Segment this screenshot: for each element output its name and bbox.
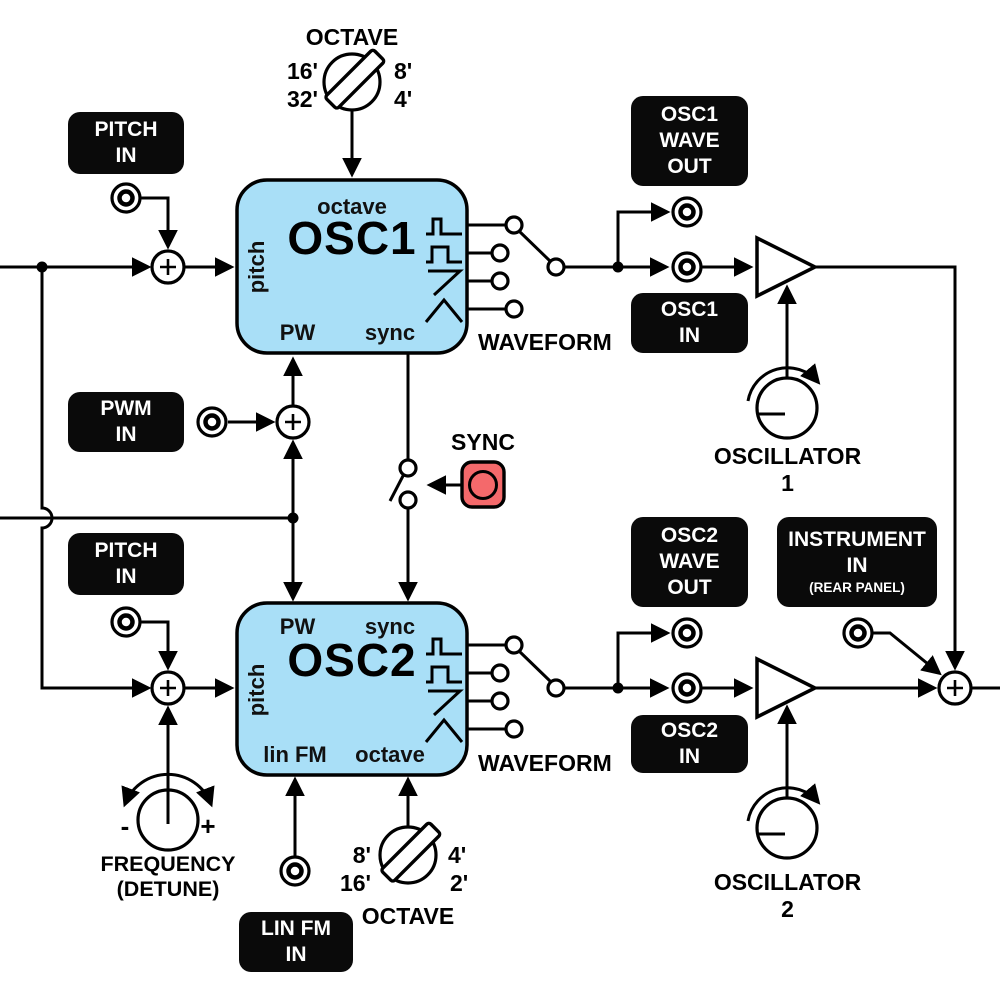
osc1-wave-out-tag-text: OSC1 WAVE OUT (659, 102, 720, 179)
wire-amp1-to-finalsum (815, 265, 965, 671)
octave1-tick-8: 8' (394, 58, 413, 84)
osc1-in-tag: OSC1 IN (631, 293, 748, 353)
amplifier-1-icon (755, 235, 819, 299)
pwm-in-tag-text: PWM IN (100, 396, 152, 446)
osc2-in-tag: OSC2 IN (631, 715, 748, 773)
osc1-saw-wave-icon (428, 269, 464, 297)
lin-fm-in-tag-text: LIN FM IN (261, 916, 331, 966)
osc1-port-octave: octave (317, 194, 387, 219)
oscillator-1-level-knob-icon[interactable] (746, 363, 821, 440)
osc2-title: OSC2 (287, 634, 417, 686)
instrument-in-tag-subtitle: (REAR PANEL) (809, 580, 905, 596)
osc2-saw-wave-icon (428, 689, 464, 717)
pitch-in-1-tag-text: PITCH IN (94, 117, 158, 167)
octave2-tick-16: 16' (339, 870, 371, 896)
osc1-in-tag-text: OSC1 IN (660, 297, 719, 347)
osc2-in-jack-socket-icon[interactable] (671, 672, 703, 704)
octave1-title: OCTAVE (305, 24, 399, 50)
pwm-in-jack-socket-icon[interactable] (196, 406, 228, 438)
octave2-tick-8: 8' (352, 842, 371, 868)
wire-wf1-to-waveout1-jack (616, 202, 671, 267)
frequency-detune-label: FREQUENCY (DETUNE) (100, 852, 236, 902)
osc2-square-wave-icon (426, 665, 462, 684)
frequency-detune-knob-icon[interactable] (121, 772, 215, 852)
osc2-box (235, 601, 469, 777)
osc2-port-pitch: pitch (244, 663, 269, 717)
pitch-in-2-jack-socket-icon[interactable] (110, 606, 142, 638)
osc1-pulse-wave-icon (426, 217, 462, 236)
osc2-waveform-switch[interactable] (490, 635, 566, 739)
sync-label: SYNC (451, 429, 515, 455)
junction-dot (612, 682, 624, 694)
octave1-tick-16: 16' (286, 58, 318, 84)
pwm-in-tag: PWM IN (68, 392, 184, 452)
osc2-in-tag-text: OSC2 IN (660, 718, 719, 768)
pitch-in-2-tag: PITCH IN (68, 533, 184, 595)
osc1-wave-out-tag: OSC1 WAVE OUT (631, 96, 748, 186)
octave2-rotary-switch-icon[interactable] (378, 821, 442, 885)
oscillator-1-label: OSCILLATOR 1 (713, 443, 862, 497)
sync-switch[interactable] (388, 458, 418, 510)
final-mix-sum-node-icon (937, 670, 973, 706)
junction-dot (612, 261, 624, 273)
oscillator-2-level-knob-icon[interactable] (746, 783, 821, 860)
osc1-port-sync: sync (364, 320, 416, 345)
osc1-port-pitch: pitch (244, 240, 269, 294)
osc1-wave-out-jack-socket-icon[interactable] (671, 196, 703, 228)
lin-fm-in-jack-socket-icon[interactable] (279, 855, 311, 887)
osc1-title: OSC1 (287, 212, 417, 264)
osc2-port-sync: sync (364, 614, 416, 639)
osc2-port-pw: PW (279, 614, 316, 639)
junction-dot (287, 512, 299, 524)
osc2-wave-out-tag: OSC2 WAVE OUT (631, 517, 748, 607)
octave2-title: OCTAVE (361, 903, 455, 929)
osc2-port-linfm: lin FM (263, 742, 327, 767)
octave1-rotary-switch-icon[interactable] (322, 48, 386, 112)
osc1-triangle-wave-icon (424, 297, 464, 323)
octave2-tick-4: 4' (448, 842, 467, 868)
detune-plus-label: + (200, 811, 216, 841)
osc2-wave-out-tag-text: OSC2 WAVE OUT (659, 523, 720, 600)
wire-pitchin2-to-sum2 (140, 620, 178, 671)
osc2-triangle-wave-icon (424, 717, 464, 743)
instrument-in-tag: INSTRUMENT IN (REAR PANEL) (777, 517, 937, 607)
osc1-port-pw: PW (279, 320, 316, 345)
osc1-in-jack-socket-icon[interactable] (671, 251, 703, 283)
wire-instrument-to-finalsum (872, 631, 942, 676)
wire-pitchin1-to-sum1 (140, 196, 178, 250)
osc2-port-octave: octave (355, 742, 425, 767)
pitch-in-2-tag-text: PITCH IN (94, 538, 158, 588)
waveform-label-1: WAVEFORM (478, 329, 612, 355)
lin-fm-in-tag: LIN FM IN (239, 912, 353, 972)
waveform-label-2: WAVEFORM (478, 750, 612, 776)
pwm-sum-node-icon (275, 404, 311, 440)
pitch-in-1-tag: PITCH IN (68, 112, 184, 174)
junction-dot (36, 261, 48, 273)
wire-wf2-to-waveout2-jack (616, 623, 671, 688)
osc2-wave-out-jack-socket-icon[interactable] (671, 617, 703, 649)
octave2-tick-2: 2' (450, 870, 469, 896)
pitch1-sum-node-icon (150, 249, 186, 285)
oscillator-2-label: OSCILLATOR 2 (713, 869, 862, 923)
osc1-box (235, 178, 469, 355)
osc2-pulse-wave-icon (426, 637, 462, 656)
osc1-waveform-switch[interactable] (490, 215, 566, 319)
osc1-square-wave-icon (426, 245, 462, 264)
amplifier-2-icon (755, 656, 819, 720)
detune-minus-label: - (120, 811, 130, 841)
pitch-in-1-jack-socket-icon[interactable] (110, 182, 142, 214)
instrument-in-tag-title: INSTRUMENT IN (788, 527, 926, 578)
pitch2-sum-node-icon (150, 670, 186, 706)
instrument-in-jack-socket-icon[interactable] (842, 617, 874, 649)
sync-pushbutton-icon[interactable] (460, 460, 506, 509)
octave1-tick-32: 32' (286, 86, 318, 112)
octave1-tick-4: 4' (394, 86, 413, 112)
